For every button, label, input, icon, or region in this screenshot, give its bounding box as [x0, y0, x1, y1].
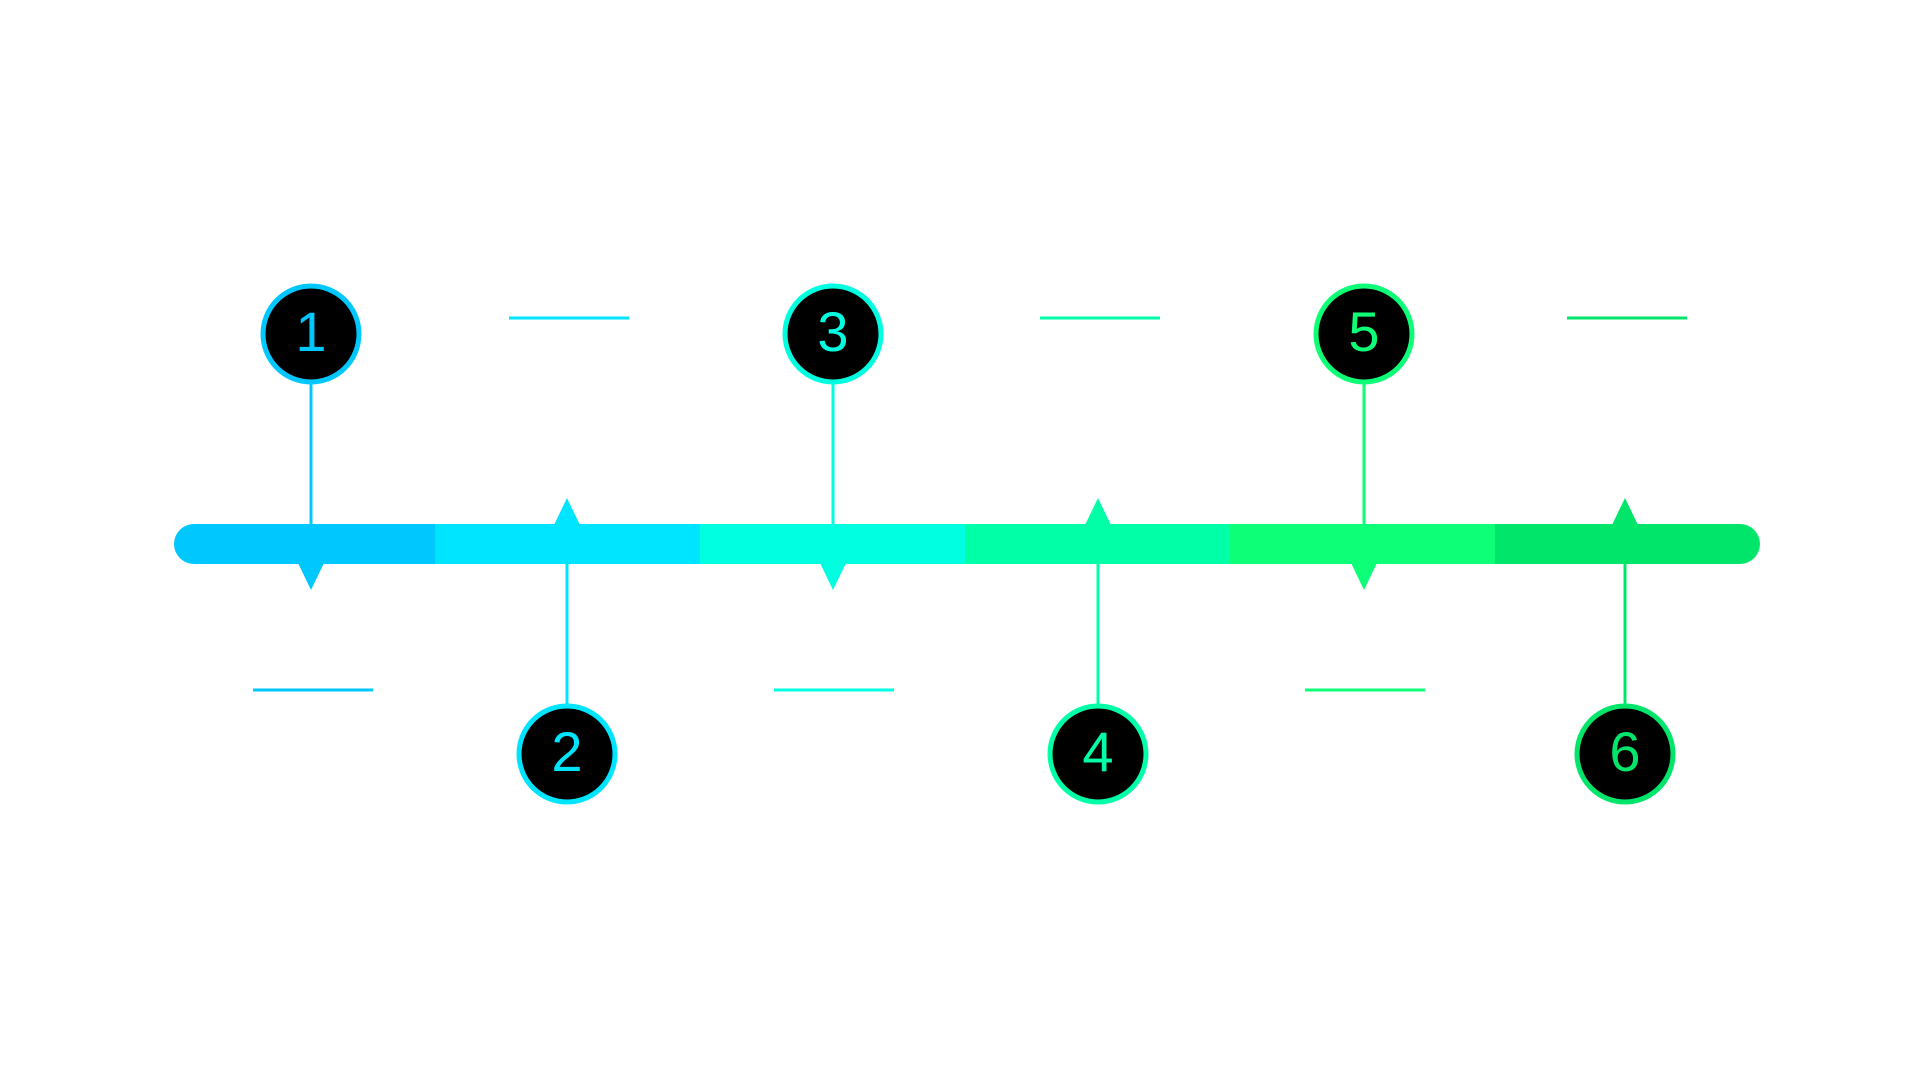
timeline-bar [174, 524, 1760, 564]
timeline-step-2: 2 [509, 316, 629, 805]
step-5-pointer [1351, 563, 1377, 590]
timeline-segment-4 [965, 524, 1231, 564]
timeline-step-5: 5 [1305, 283, 1425, 692]
step-2-pointer [554, 498, 580, 525]
step-3-pointer [820, 563, 846, 590]
timeline-segment-2 [435, 524, 701, 564]
timeline-segment-3 [700, 524, 966, 564]
timeline-segment-5 [1230, 524, 1496, 564]
timeline-step-4: 4 [1040, 316, 1160, 805]
step-4-number: 4 [1082, 720, 1113, 783]
step-3-number: 3 [817, 300, 848, 363]
step-5-number: 5 [1348, 300, 1379, 363]
step-4-pointer [1085, 498, 1111, 525]
step-4-badge [1047, 703, 1149, 805]
step-2-number: 2 [551, 720, 582, 783]
timeline-segment-1 [194, 524, 436, 564]
timeline-step-1: 1 [253, 283, 373, 692]
step-1-pointer [298, 563, 324, 590]
step-2-badge [516, 703, 618, 805]
step-3-badge [782, 283, 884, 385]
step-1-badge [260, 283, 362, 385]
timeline-step-6: 6 [1567, 316, 1687, 805]
step-6-pointer [1612, 498, 1638, 525]
step-6-number: 6 [1609, 720, 1640, 783]
step-6-badge [1574, 703, 1676, 805]
timeline-step-3: 3 [774, 283, 894, 692]
timeline-segment-6 [1495, 524, 1740, 564]
step-5-badge [1313, 283, 1415, 385]
step-1-number: 1 [295, 300, 326, 363]
